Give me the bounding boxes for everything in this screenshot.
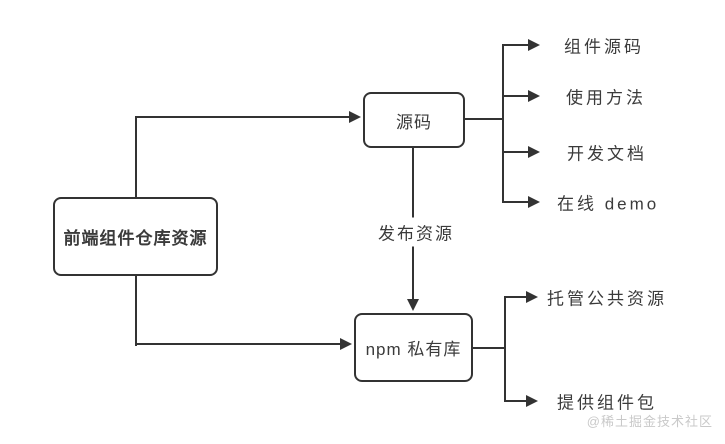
arrowhead-component-source-icon — [528, 39, 540, 51]
watermark: @稀土掘金技术社区 — [586, 414, 713, 429]
node-source-code: 源码 — [363, 92, 465, 148]
edge-frontend-to-source-horizontal — [135, 116, 350, 118]
edge-to-hosted-public — [505, 296, 527, 298]
edge-label-publish: 发布资源 — [373, 217, 459, 247]
arrowhead-down-into-npm-icon — [407, 299, 419, 311]
edge-to-usage — [503, 95, 529, 97]
node-frontend-repo: 前端组件仓库资源 — [53, 197, 218, 276]
arrowhead-into-npm-icon — [340, 338, 352, 350]
edge-source-fanout-spine — [502, 44, 504, 203]
node-npm-private: npm 私有库 — [354, 313, 473, 382]
edge-to-online-demo — [503, 201, 529, 203]
edge-frontend-to-npm-horizontal — [135, 343, 340, 345]
arrowhead-online-demo-icon — [528, 196, 540, 208]
arrowhead-hosted-public-icon — [526, 291, 538, 303]
leaf-dev-docs: 开发文档 — [567, 144, 647, 164]
edge-npm-fanout-stub — [472, 347, 506, 349]
leaf-online-demo: 在线 demo — [557, 194, 660, 214]
arrowhead-into-source-icon — [349, 111, 361, 123]
leaf-hosted-public: 托管公共资源 — [547, 289, 667, 309]
arrowhead-dev-docs-icon — [528, 146, 540, 158]
leaf-usage: 使用方法 — [566, 88, 646, 108]
edge-frontend-to-npm-vertical — [135, 276, 137, 346]
edge-to-component-package — [505, 400, 527, 402]
edge-to-component-source — [503, 44, 529, 46]
leaf-component-package: 提供组件包 — [557, 393, 657, 413]
arrowhead-component-package-icon — [526, 395, 538, 407]
edge-npm-fanout-spine — [504, 296, 506, 402]
edge-to-dev-docs — [503, 151, 529, 153]
leaf-component-source: 组件源码 — [564, 37, 644, 57]
arrowhead-usage-icon — [528, 90, 540, 102]
edge-source-fanout-stub — [465, 118, 504, 120]
edge-frontend-to-source-vertical — [135, 117, 137, 197]
